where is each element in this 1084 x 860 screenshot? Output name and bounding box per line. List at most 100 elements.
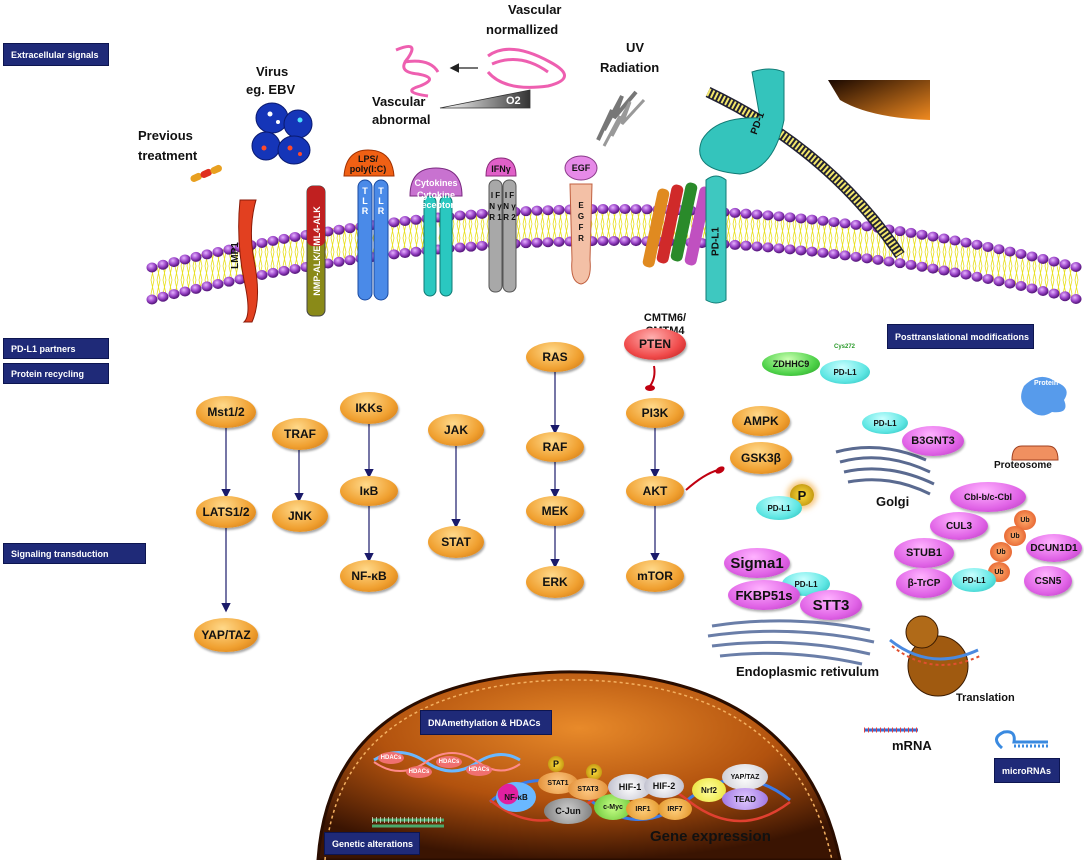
lipid-head [883,256,895,267]
signaling-transduction-label: Signaling transduction [3,543,146,564]
pdl1-golgi: PD-L1 [862,412,908,434]
tlr-receptor-b [373,179,389,301]
egfr-receptor [569,183,593,285]
cbl-node: Cbl-b/c-Cbl [950,482,1026,512]
translation-label: Translation [956,692,1015,704]
pdl1-ubiquitinated: PD-L1 [952,568,996,592]
ifng-label: IFNγ [491,164,511,174]
lipid-head [773,243,785,254]
lipid-head [223,276,235,287]
lipid-head [982,241,994,252]
lipid-head [949,235,961,246]
vascular-abnormal-label-2: abnormal [372,112,431,127]
lipid-head [795,245,807,256]
raf-node: RAF [526,432,584,462]
lipid-head [201,281,213,292]
lipid-head [905,259,917,270]
ifngr2-label: I F N γ R 2 [503,191,516,222]
lipid-head [465,209,477,220]
ikb-node: IκB [340,476,398,506]
lipid-head [399,248,411,259]
lipid-head [1059,259,1071,270]
lipid-head [201,249,213,260]
lipid-head [795,213,807,224]
pdl1-phospho: PD-L1 [756,496,802,520]
fkbp51s-node: FKBP51s [728,580,800,610]
yaptaz-tf: YAP/TAZ [722,764,768,790]
sigma1-node: Sigma1 [724,548,790,578]
cjun-tf: C-Jun [544,798,592,824]
ifngr1-receptor [488,179,503,293]
lipid-head [608,204,620,215]
lipid-head [828,249,840,260]
stat-node: STAT [428,526,484,558]
cytokine-receptor-a [423,195,437,297]
uv-radiation-label: Radiation [600,60,660,75]
ras-node: RAS [526,342,584,372]
lipid-head [542,237,554,248]
lipid-head [212,247,224,258]
lipid-head [1015,280,1027,291]
lipid-head [289,231,301,242]
tlr-receptor-a [357,179,373,301]
lipid-head [894,258,906,269]
lipid-head [993,244,1005,255]
lipid-head [729,207,741,218]
cell-edge-shape [828,80,930,120]
cmtm-protein-icon [642,182,712,268]
lipid-head [751,241,763,252]
golgi-icon [835,446,935,496]
hdac-4: HDACs [466,764,492,776]
btrcp-node: β-TrCP [896,568,952,598]
lipid-head [410,214,422,225]
lipid-head [960,269,972,280]
lipid-head [223,244,235,255]
oxygen-label: O2 [506,95,521,107]
lipid-head [333,224,345,235]
b3gnt3-node: B3GNT3 [902,426,964,456]
lipid-head [1059,291,1071,302]
lipid-head [751,209,763,220]
lps-label: LPS/ poly(I:C) [349,154,387,174]
csn5-node: CSN5 [1024,566,1072,596]
lipid-head [1037,253,1049,264]
lipid-head [454,242,466,253]
posttranslational-label: Posttranslational modifications [887,324,1034,349]
mrna-label: mRNA [892,738,932,753]
lipid-head [190,251,202,262]
lipid-head [344,223,356,234]
vascular-abnormal-label-1: Vascular [372,94,426,109]
lipid-head [619,204,631,215]
pdl1-partners-label: PD-L1 partners [3,338,109,359]
cytokines-label: Cytokines [414,178,458,188]
lipid-head [1026,283,1038,294]
lipid-head [1015,248,1027,259]
lipid-head [1037,285,1049,296]
lipid-head [179,286,191,297]
virus-example-label: eg. EBV [246,82,296,97]
previous-treatment-label-2: treatment [138,148,198,163]
degraded-protein-label-2: Protein [1034,380,1059,387]
lipid-head [608,236,620,247]
egf-label: EGF [571,163,591,173]
lipid-head [773,211,785,222]
ikks-node: IKKs [340,392,398,424]
jnk-node: JNK [272,500,328,532]
lipid-head [762,210,774,221]
lipid-head [278,233,290,244]
vascular-abnormal-icon [395,44,440,98]
ifngr2-receptor [502,179,517,293]
lipid-head [399,216,411,227]
nrf2-tf: Nrf2 [692,778,726,802]
lipid-head [1070,293,1082,304]
genetic-alterations-label: Genetic alterations [324,832,420,855]
pd1-protein [699,68,785,175]
nfkb-tf: NF-κB [496,782,536,812]
lipid-head [971,271,983,282]
lipid-head [938,265,950,276]
lipid-head [1004,246,1016,257]
lipid-head [531,237,543,248]
lipid-head [828,217,840,228]
lipid-head [553,236,565,247]
lipid-head [212,279,224,290]
